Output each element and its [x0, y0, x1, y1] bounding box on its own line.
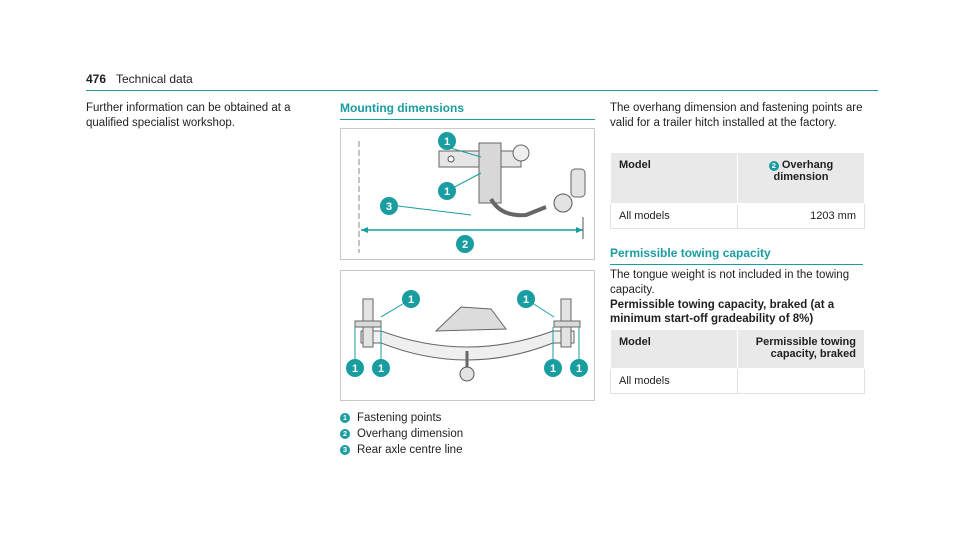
badge-label: 1	[444, 136, 450, 148]
table-header-model: Model	[610, 152, 738, 204]
bolt-hole	[447, 155, 455, 163]
badge-axle-line	[380, 197, 398, 215]
page-header: 476 Technical data	[86, 70, 878, 91]
badge-fastening	[346, 359, 364, 377]
tongue-weight-text: The tongue weight is not included in the…	[610, 269, 850, 296]
legend-label: Fastening points	[357, 412, 442, 424]
hitch-pivot	[512, 144, 530, 162]
badge-label: 1	[352, 363, 358, 375]
legend-label: Overhang dimension	[357, 428, 464, 440]
legend-badge: 1	[340, 413, 350, 423]
right-plate	[553, 320, 581, 328]
section-title: Technical data	[116, 72, 193, 86]
overhang-intro-text: The overhang dimension and fastening poi…	[610, 102, 863, 129]
badge-fastening	[570, 359, 588, 377]
badge-fastening	[402, 290, 420, 308]
table-cell-model: All models	[610, 368, 738, 394]
page-number: 476	[86, 72, 107, 86]
arrow-left	[361, 227, 368, 233]
specialist-info-text: Further information can be obtained at a…	[86, 102, 291, 129]
legend-label: Rear axle centre line	[357, 444, 463, 456]
badge-label: 1	[550, 363, 556, 375]
table-row: All models 1203 mm	[610, 203, 865, 229]
table-header-overhang-label: Overhang dimension	[773, 159, 834, 183]
legend-item: 1 Fastening points	[340, 410, 595, 426]
towing-capacity-heading: Permissible towing capacity	[610, 246, 863, 265]
overhang-badge: 2	[768, 161, 779, 171]
badge-label: 1	[408, 294, 414, 306]
table-row: All models	[610, 368, 865, 394]
badge-label: 1	[576, 363, 582, 375]
badge-fastening-top	[438, 132, 456, 150]
badge-label: 1	[444, 186, 450, 198]
towing-braked-subheading: Permissible towing capacity, braked (at …	[610, 299, 835, 325]
left-plate	[354, 320, 382, 328]
leader-3	[397, 205, 472, 216]
tow-arm	[489, 197, 547, 218]
side-view-figure: 1 1 3 2	[340, 128, 595, 260]
hitch-housing	[434, 306, 507, 332]
tow-ball	[459, 366, 475, 382]
cross-member	[360, 330, 575, 361]
legend-badge: 2	[340, 429, 350, 439]
badge-label: 1	[378, 363, 384, 375]
arrow-right	[576, 227, 583, 233]
badge-label: 2	[462, 239, 468, 251]
socket	[570, 168, 586, 198]
table-header-row: Model Permissible towing capacity, brake…	[610, 329, 865, 369]
leader-1a	[446, 146, 482, 158]
badge-fastening	[544, 359, 562, 377]
towing-capacity-table: Model Permissible towing capacity, brake…	[610, 329, 865, 394]
badge-overhang	[456, 235, 474, 253]
table-cell-model: All models	[610, 203, 738, 229]
badge-label: 3	[386, 201, 392, 213]
badge-fastening	[372, 359, 390, 377]
table-header-capacity: Permissible towing capacity, braked	[737, 329, 865, 369]
rear-view-drawing: 1 1 1 1 1 1	[346, 290, 588, 382]
rear-view-figure: 1 1 1 1 1 1	[340, 270, 595, 401]
table-cell-value: 1203 mm	[737, 203, 865, 229]
legend-badge: 3	[340, 445, 350, 455]
badge-fastening-bottom	[438, 182, 456, 200]
mounting-dimensions-heading: Mounting dimensions	[340, 101, 595, 120]
badge-label: 1	[523, 294, 529, 306]
tow-ball	[553, 193, 573, 213]
hitch-body	[478, 142, 502, 204]
legend-item: 3 Rear axle centre line	[340, 442, 595, 458]
badge-fastening	[517, 290, 535, 308]
legend-item: 2 Overhang dimension	[340, 426, 595, 442]
table-cell-value	[737, 368, 865, 394]
side-view-drawing: 1 1 3 2	[358, 132, 586, 253]
figure-legend: 1 Fastening points 2 Overhang dimension …	[340, 410, 595, 458]
table-header-model: Model	[610, 329, 738, 369]
